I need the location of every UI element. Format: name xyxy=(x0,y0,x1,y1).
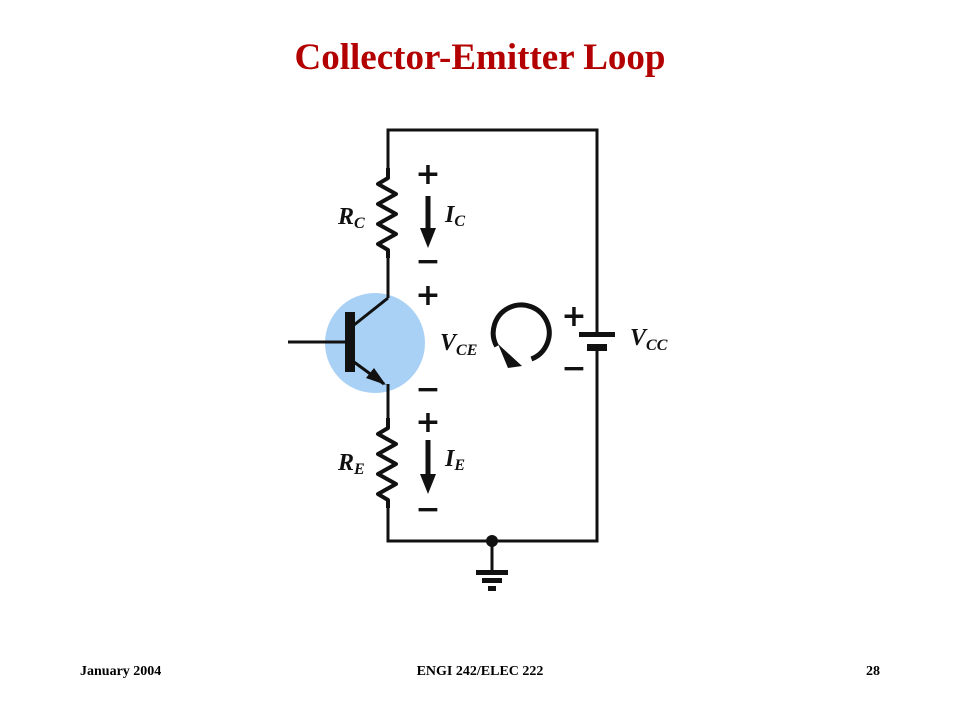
ic-label: IC xyxy=(444,202,465,230)
battery-vcc xyxy=(579,300,615,380)
rc-resistor xyxy=(376,168,398,258)
ground-symbol xyxy=(476,535,508,591)
emitter-arrow xyxy=(366,368,386,385)
battery-gap xyxy=(589,300,605,380)
ic-arrow xyxy=(420,196,436,248)
footer-date: January 2004 xyxy=(80,664,162,679)
re-minus-sign: − xyxy=(415,492,440,527)
rc-plus-sign: + xyxy=(415,157,440,192)
ie-label: IE xyxy=(444,446,465,474)
re-resistor xyxy=(376,418,398,508)
vcc-plus-sign: + xyxy=(561,299,586,334)
footer-course: ENGI 242/ELEC 222 xyxy=(416,664,544,679)
rc-minus-sign: − xyxy=(415,244,440,279)
vce-label: VCE xyxy=(440,330,477,359)
loop-arrow xyxy=(490,302,552,368)
slide-title: Collector-Emitter Loop xyxy=(294,37,666,78)
ie-arrow xyxy=(420,440,436,494)
footer-page-number: 28 xyxy=(866,664,880,679)
vce-minus-sign: − xyxy=(415,372,440,407)
vcc-label: VCC xyxy=(630,325,668,354)
vce-plus-sign: + xyxy=(415,278,440,313)
transistor-base-bar xyxy=(345,312,355,372)
re-plus-sign: + xyxy=(415,405,440,440)
rc-label: RC xyxy=(337,204,365,232)
re-label: RE xyxy=(337,450,365,478)
vcc-minus-sign: − xyxy=(561,351,586,386)
